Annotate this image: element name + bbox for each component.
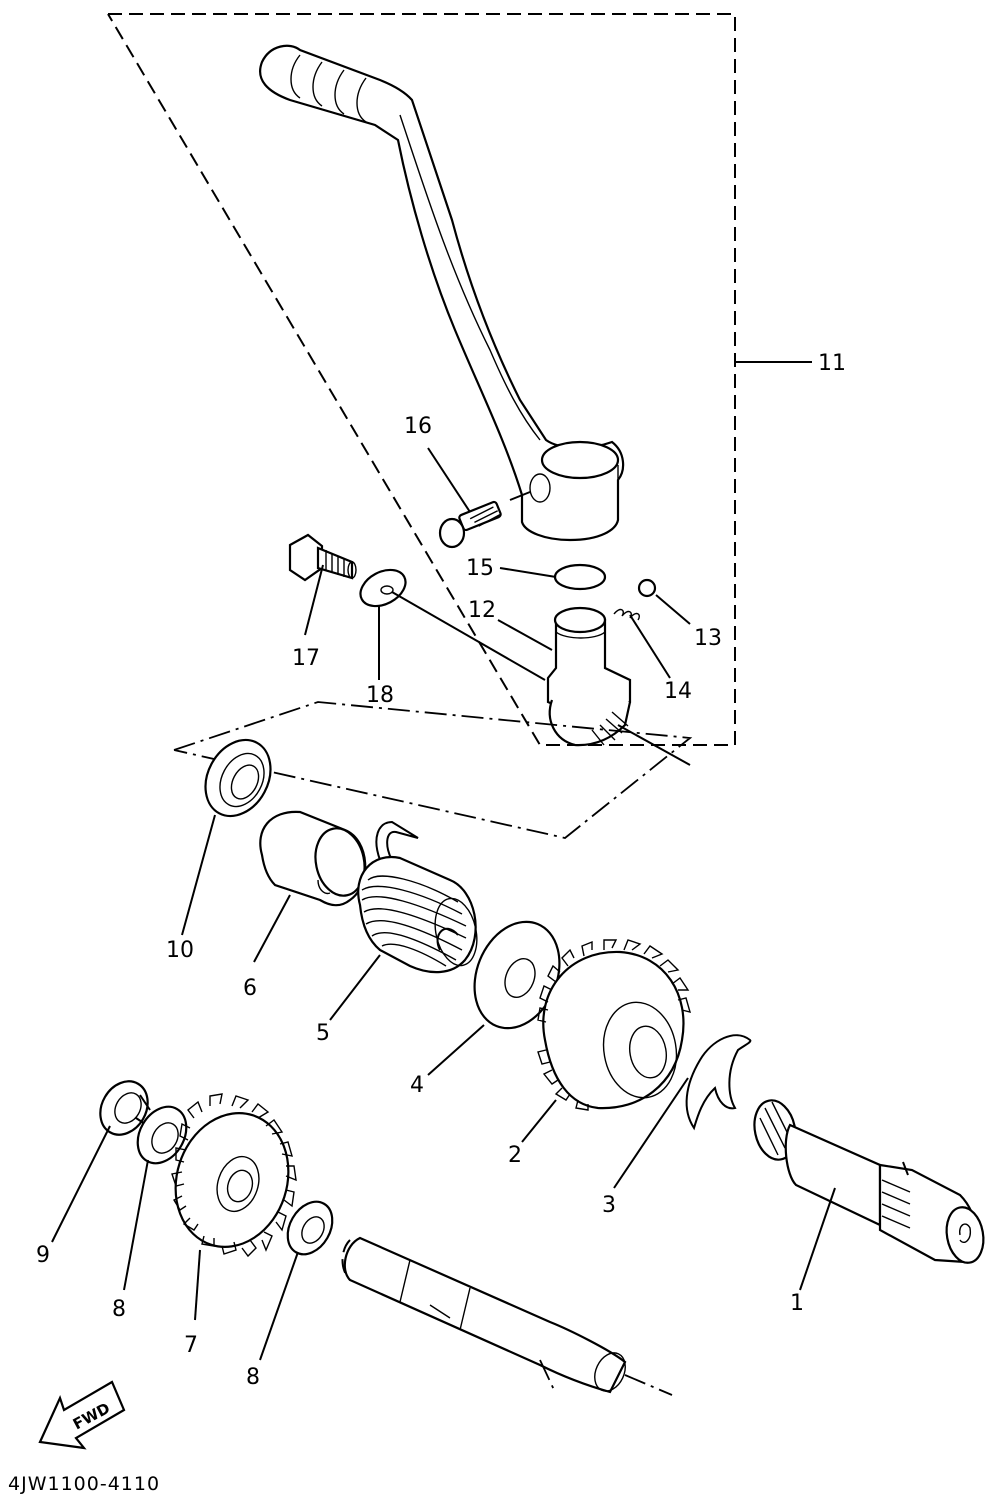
torsion-spring-5 (357, 820, 478, 974)
callout-16: 16 (404, 414, 432, 439)
alignment-line-18 (391, 591, 546, 681)
callout-3: 3 (602, 1193, 616, 1218)
callout-10: 10 (166, 938, 194, 963)
ball-13 (637, 578, 657, 598)
callout-6: 6 (243, 976, 257, 1001)
washer-8-left (136, 1105, 188, 1165)
mounting-outline (173, 701, 693, 839)
bolt-17 (288, 533, 357, 582)
callout-18: 18 (366, 683, 394, 708)
spring-14 (613, 608, 640, 621)
callout-9: 9 (36, 1243, 50, 1268)
callout-8b: 8 (246, 1365, 260, 1390)
oil-seal-10 (204, 738, 272, 818)
kick-gear-2 (537, 939, 692, 1111)
callout-8a: 8 (112, 1297, 126, 1322)
kick-axle-1 (753, 1099, 985, 1264)
callout-13: 13 (694, 626, 722, 651)
callout-2: 2 (508, 1143, 522, 1168)
washer-8-lower (286, 1200, 334, 1256)
circlip-3 (685, 1034, 752, 1131)
callout-4: 4 (410, 1073, 424, 1098)
washer-18 (359, 568, 407, 608)
callout-14: 14 (664, 679, 692, 704)
o-ring-15 (553, 563, 607, 591)
callout-12: 12 (468, 598, 496, 623)
kick-boss-12 (546, 606, 632, 747)
callout-labels: 1 2 3 4 5 6 7 8 8 9 10 11 12 13 14 15 16… (36, 351, 846, 1390)
callout-1: 1 (790, 1291, 804, 1316)
kick-crank-lever (259, 44, 625, 542)
leader-lines (51, 447, 836, 1361)
callout-11: 11 (818, 351, 846, 376)
bolt-16 (438, 491, 531, 549)
callout-7: 7 (184, 1333, 198, 1358)
callout-17: 17 (292, 646, 320, 671)
fwd-arrow-icon: FWD (38, 1380, 126, 1450)
callout-15: 15 (466, 556, 494, 581)
kick-idle-gear-7 (171, 1093, 297, 1258)
callout-5: 5 (316, 1021, 330, 1046)
diagram-code: 4JW1100-4110 (8, 1473, 160, 1495)
assembly-boundary-11 (107, 13, 812, 746)
main-axle (341, 1236, 673, 1396)
collar-6 (259, 810, 367, 907)
